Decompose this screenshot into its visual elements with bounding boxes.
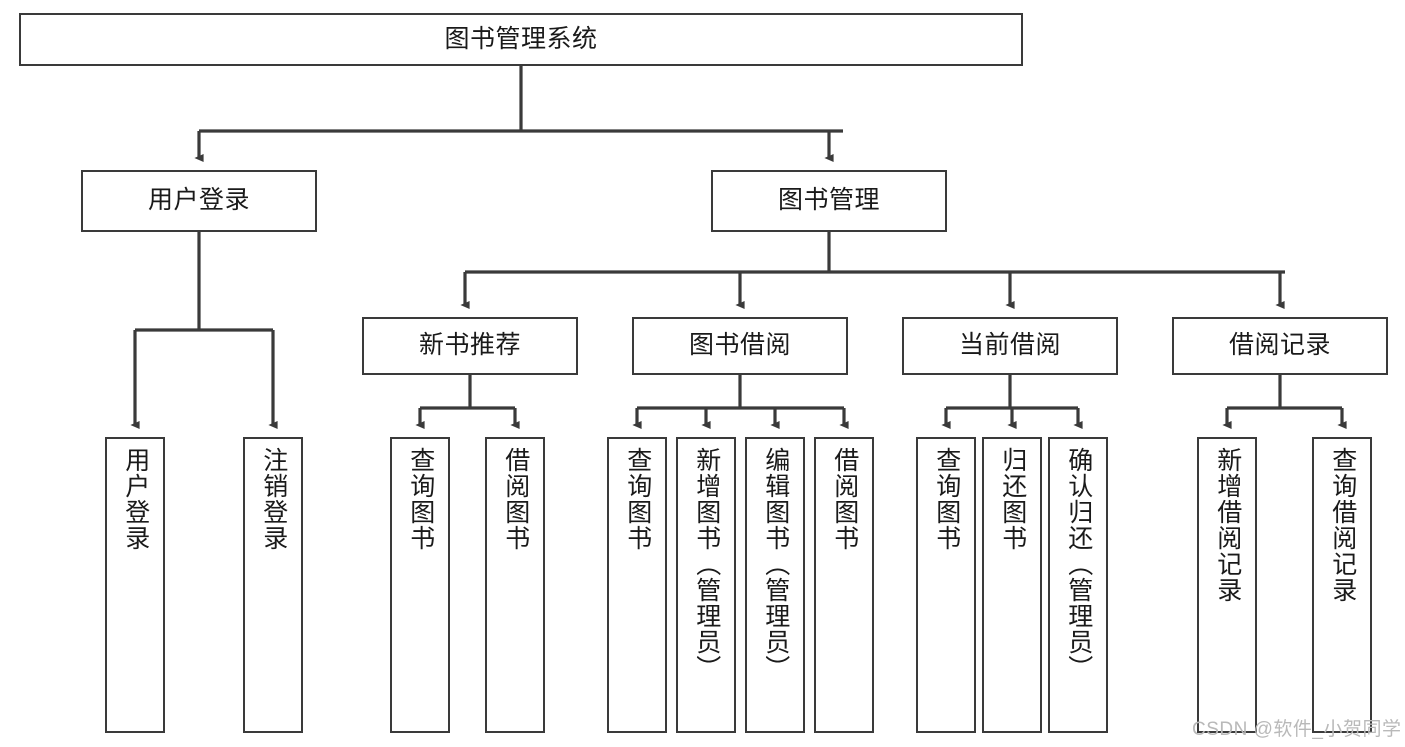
node-leaf-logout-label: 注销登录 <box>259 447 288 551</box>
node-leaf-edit-book[interactable]: 编辑图书（管理员） <box>745 437 805 733</box>
node-leaf-borrow-book-rec-label: 借阅图书 <box>501 447 530 551</box>
node-leaf-query-book-borrow[interactable]: 查询图书 <box>607 437 667 733</box>
node-book-borrow-label: 图书借阅 <box>688 331 791 360</box>
edges-new-book-recommend <box>415 375 520 430</box>
node-leaf-borrow-book-label: 借阅图书 <box>830 447 859 551</box>
node-root-label: 图书管理系统 <box>444 24 598 53</box>
node-leaf-return-book[interactable]: 归还图书 <box>982 437 1042 733</box>
node-leaf-borrow-book-rec[interactable]: 借阅图书 <box>485 437 545 733</box>
node-new-book-recommend[interactable]: 新书推荐 <box>362 317 578 375</box>
node-user-login-label: 用户登录 <box>147 186 250 215</box>
node-leaf-edit-book-label: 编辑图书（管理员） <box>761 447 790 681</box>
csdn-watermark: CSDN @软件_小贺同学 <box>1192 719 1402 740</box>
node-leaf-query-borrow-record-label: 查询借阅记录 <box>1328 447 1357 603</box>
node-book-management-label: 图书管理 <box>777 186 880 215</box>
node-borrow-record-label: 借阅记录 <box>1228 331 1331 360</box>
edges-borrow-record <box>1222 375 1347 430</box>
node-leaf-user-login[interactable]: 用户登录 <box>105 437 165 733</box>
node-leaf-add-borrow-record[interactable]: 新增借阅记录 <box>1197 437 1257 733</box>
edges-user-login <box>130 232 278 430</box>
edges-current-borrow <box>941 375 1083 430</box>
node-current-borrow[interactable]: 当前借阅 <box>902 317 1118 375</box>
node-leaf-add-borrow-record-label: 新增借阅记录 <box>1213 447 1242 603</box>
node-leaf-query-book-current[interactable]: 查询图书 <box>916 437 976 733</box>
node-current-borrow-label: 当前借阅 <box>958 331 1061 360</box>
node-leaf-borrow-book[interactable]: 借阅图书 <box>814 437 874 733</box>
node-leaf-return-book-label: 归还图书 <box>998 447 1027 551</box>
node-leaf-confirm-return-label: 确认归还（管理员） <box>1064 447 1093 681</box>
node-new-book-recommend-label: 新书推荐 <box>418 331 521 360</box>
node-leaf-query-book-rec[interactable]: 查询图书 <box>390 437 450 733</box>
node-book-borrow[interactable]: 图书借阅 <box>632 317 848 375</box>
node-book-management[interactable]: 图书管理 <box>711 170 947 232</box>
node-leaf-query-book-borrow-label: 查询图书 <box>623 447 652 551</box>
node-leaf-confirm-return[interactable]: 确认归还（管理员） <box>1048 437 1108 733</box>
edges-book-borrow <box>632 375 849 430</box>
node-user-login[interactable]: 用户登录 <box>81 170 317 232</box>
node-root[interactable]: 图书管理系统 <box>19 13 1023 66</box>
node-borrow-record[interactable]: 借阅记录 <box>1172 317 1388 375</box>
node-leaf-query-borrow-record[interactable]: 查询借阅记录 <box>1312 437 1372 733</box>
node-leaf-query-book-current-label: 查询图书 <box>932 447 961 551</box>
node-leaf-logout[interactable]: 注销登录 <box>243 437 303 733</box>
node-leaf-add-book-label: 新增图书（管理员） <box>692 447 721 681</box>
node-leaf-user-login-label: 用户登录 <box>121 447 150 551</box>
node-leaf-add-book[interactable]: 新增图书（管理员） <box>676 437 736 733</box>
edges-level1 <box>194 66 843 163</box>
edges-book-management <box>460 232 1285 310</box>
node-leaf-query-book-rec-label: 查询图书 <box>406 447 435 551</box>
